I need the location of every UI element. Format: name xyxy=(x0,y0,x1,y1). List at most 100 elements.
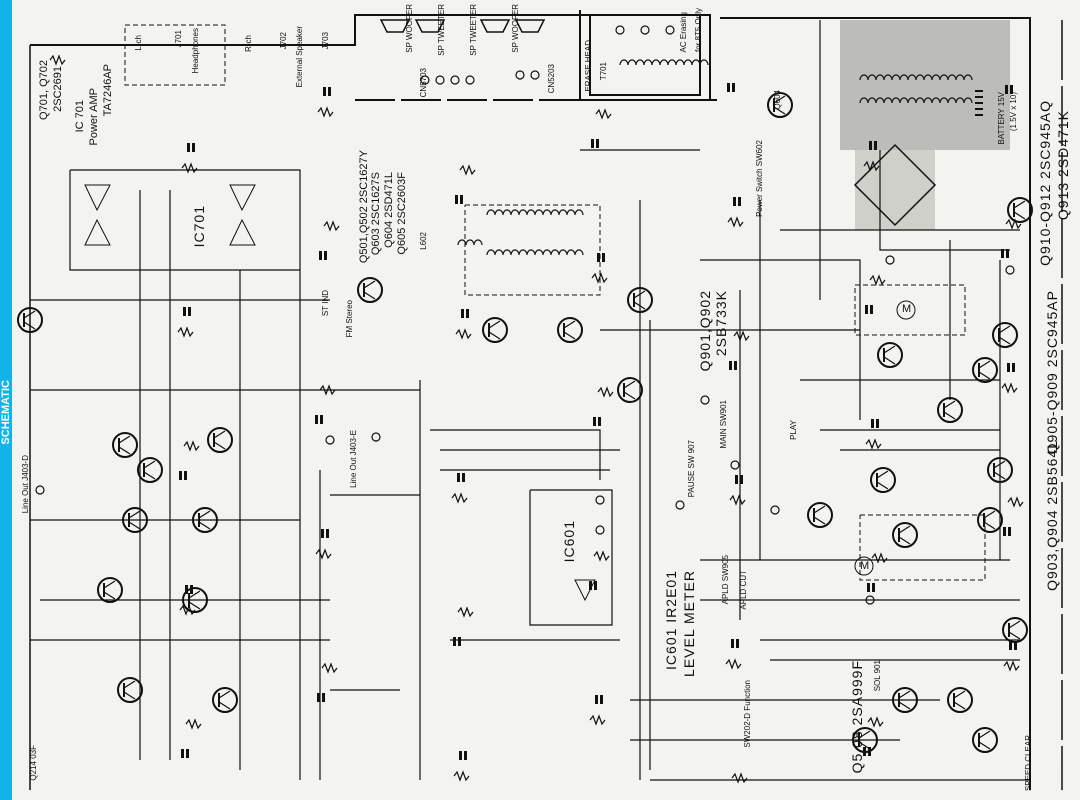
wire xyxy=(213,430,226,439)
headphones-label: Headphones xyxy=(191,28,200,74)
capacitor-symbol xyxy=(595,695,598,704)
wire xyxy=(883,345,896,354)
wire xyxy=(859,514,986,581)
connector-terminal xyxy=(465,75,475,85)
connector-terminal xyxy=(515,70,525,80)
wire xyxy=(455,328,472,340)
capacitor-symbol xyxy=(735,475,738,484)
sol-label: SOL 901 xyxy=(873,660,882,692)
wire xyxy=(128,521,141,530)
wire xyxy=(898,690,911,699)
wire xyxy=(1013,211,1026,220)
side-strip: SCHEMATIC xyxy=(0,0,12,800)
capacitor-symbol xyxy=(736,639,739,648)
j702-label: J702 xyxy=(279,32,288,50)
transistor-symbol xyxy=(617,377,643,403)
speed-clear-label: SPEED CLEAR xyxy=(1024,735,1033,792)
capacitor-symbol xyxy=(733,197,736,206)
wire xyxy=(978,730,991,739)
capacitor-symbol xyxy=(598,417,601,426)
wire xyxy=(124,24,226,86)
capacitor-symbol xyxy=(870,305,873,314)
wire xyxy=(177,326,194,338)
wire xyxy=(1003,660,1020,672)
capacitor-symbol xyxy=(181,749,184,758)
capacitor-symbol xyxy=(740,475,743,484)
function-switch-label: SW202-D Function xyxy=(743,680,752,748)
wire xyxy=(633,290,646,299)
wire xyxy=(879,150,1010,251)
capacitor-symbol xyxy=(323,87,326,96)
wire xyxy=(453,770,470,782)
connector-terminal xyxy=(665,25,675,35)
t701-label: T701 xyxy=(599,62,608,81)
wire xyxy=(457,606,474,618)
connector-terminal xyxy=(730,460,740,470)
sp-woofer-l-label: SP WOOFER xyxy=(405,4,414,53)
connector-terminal xyxy=(595,495,605,505)
wire xyxy=(591,272,608,284)
capacitor-symbol xyxy=(188,307,191,316)
wire xyxy=(978,360,991,369)
capacitor-symbol xyxy=(731,639,734,648)
capacitor-symbol xyxy=(732,83,735,92)
transistor-symbol xyxy=(97,577,123,603)
capacitor-symbol xyxy=(464,751,467,760)
connector-terminal xyxy=(865,595,875,605)
for-only-label: for 8T5 Only xyxy=(694,8,703,53)
sp-tweeter-r-label: SP TWEETER xyxy=(469,4,478,56)
wire xyxy=(813,516,826,525)
transistor-symbol xyxy=(192,507,218,533)
wire xyxy=(731,772,748,784)
connector-terminal xyxy=(885,255,895,265)
wire xyxy=(1005,218,1022,230)
wire xyxy=(898,536,911,545)
transistor-symbol xyxy=(117,677,143,703)
capacitor-symbol xyxy=(869,141,872,150)
transistor-symbol xyxy=(977,507,1003,533)
transistor-symbol xyxy=(892,522,918,548)
transistor-symbol xyxy=(112,432,138,458)
capacitor-symbol xyxy=(871,419,874,428)
wire xyxy=(773,106,786,115)
wire xyxy=(633,301,646,310)
line-out-label: Line Out J403-E xyxy=(349,430,358,488)
capacitor-symbol xyxy=(320,415,323,424)
apld-sw-label: APLD SW905 xyxy=(721,555,730,605)
q214-label: Q214 03F xyxy=(29,745,38,781)
wire xyxy=(869,274,886,286)
capacitor-symbol xyxy=(1012,363,1015,372)
ic701-block-label: IC701 xyxy=(191,205,207,248)
transistor-symbol xyxy=(1007,197,1033,223)
l602-label: L602 xyxy=(419,232,428,250)
capacitor-symbol xyxy=(453,637,456,646)
wire xyxy=(185,718,202,730)
ic601-label: IC601 IR2E01 xyxy=(663,570,679,670)
speaker-icon xyxy=(479,19,511,33)
wire xyxy=(623,380,636,389)
wire xyxy=(123,691,136,700)
cn5203-label: CN5203 xyxy=(547,64,556,94)
capacitor-symbol xyxy=(1010,85,1013,94)
wire xyxy=(953,701,966,710)
connector-terminal xyxy=(420,75,430,85)
level-meter-label: LEVEL METER xyxy=(681,570,697,677)
capacitor-symbol xyxy=(192,143,195,152)
capacitor-symbol xyxy=(876,419,879,428)
connector-terminal xyxy=(530,70,540,80)
capacitor-symbol xyxy=(1001,249,1004,258)
line-out-left-label: Line Out J403-D xyxy=(21,455,30,514)
wire xyxy=(589,714,606,726)
wire xyxy=(623,391,636,400)
capacitor-symbol xyxy=(591,139,594,148)
connector-terminal xyxy=(450,75,460,85)
wire xyxy=(563,320,576,329)
capacitor-symbol xyxy=(1007,363,1010,372)
wire xyxy=(213,441,226,450)
q910-label: Q910-Q912 2SC945AQ xyxy=(1037,100,1053,266)
capacitor-symbol xyxy=(328,87,331,96)
wire xyxy=(593,550,610,562)
wire xyxy=(983,510,996,519)
capacitor-symbol xyxy=(867,583,870,592)
